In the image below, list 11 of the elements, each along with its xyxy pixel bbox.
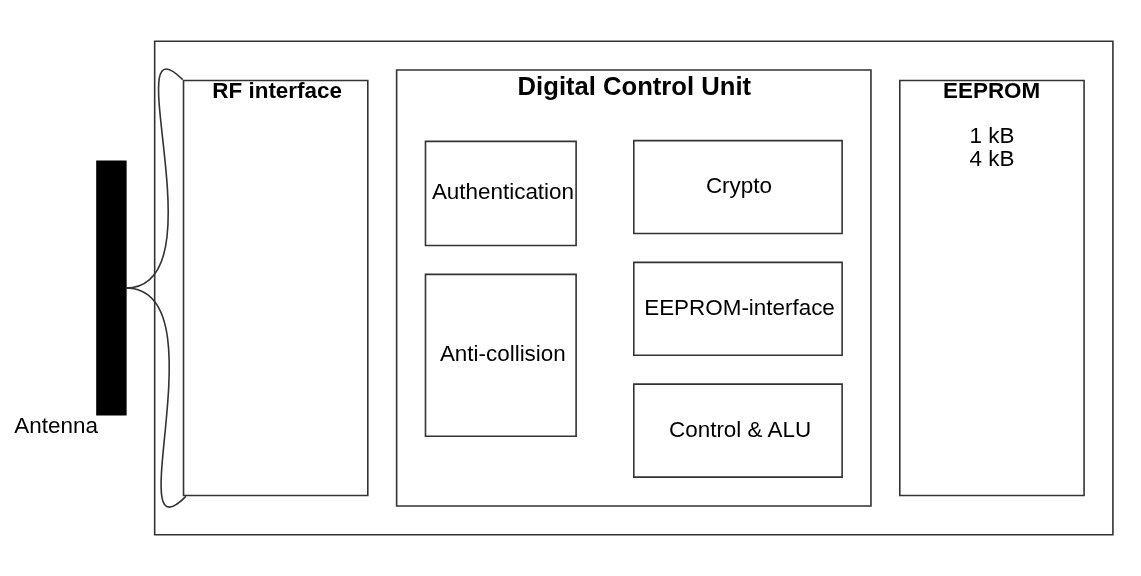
node-label: Antenna [14, 412, 98, 438]
node-box: RF interface [182, 79, 369, 497]
node-box: EEPROM-interface [633, 261, 843, 357]
node-bar [96, 160, 127, 416]
node-box: Control & ALU [633, 383, 843, 478]
node-box: Anti-collision [424, 273, 577, 438]
cluster [153, 40, 1114, 536]
node-box: Crypto [633, 139, 843, 235]
node-box: EEPROM 1 kB 4 kB [899, 79, 1085, 497]
node-box: Authentication [424, 140, 577, 247]
connector [125, 287, 187, 508]
